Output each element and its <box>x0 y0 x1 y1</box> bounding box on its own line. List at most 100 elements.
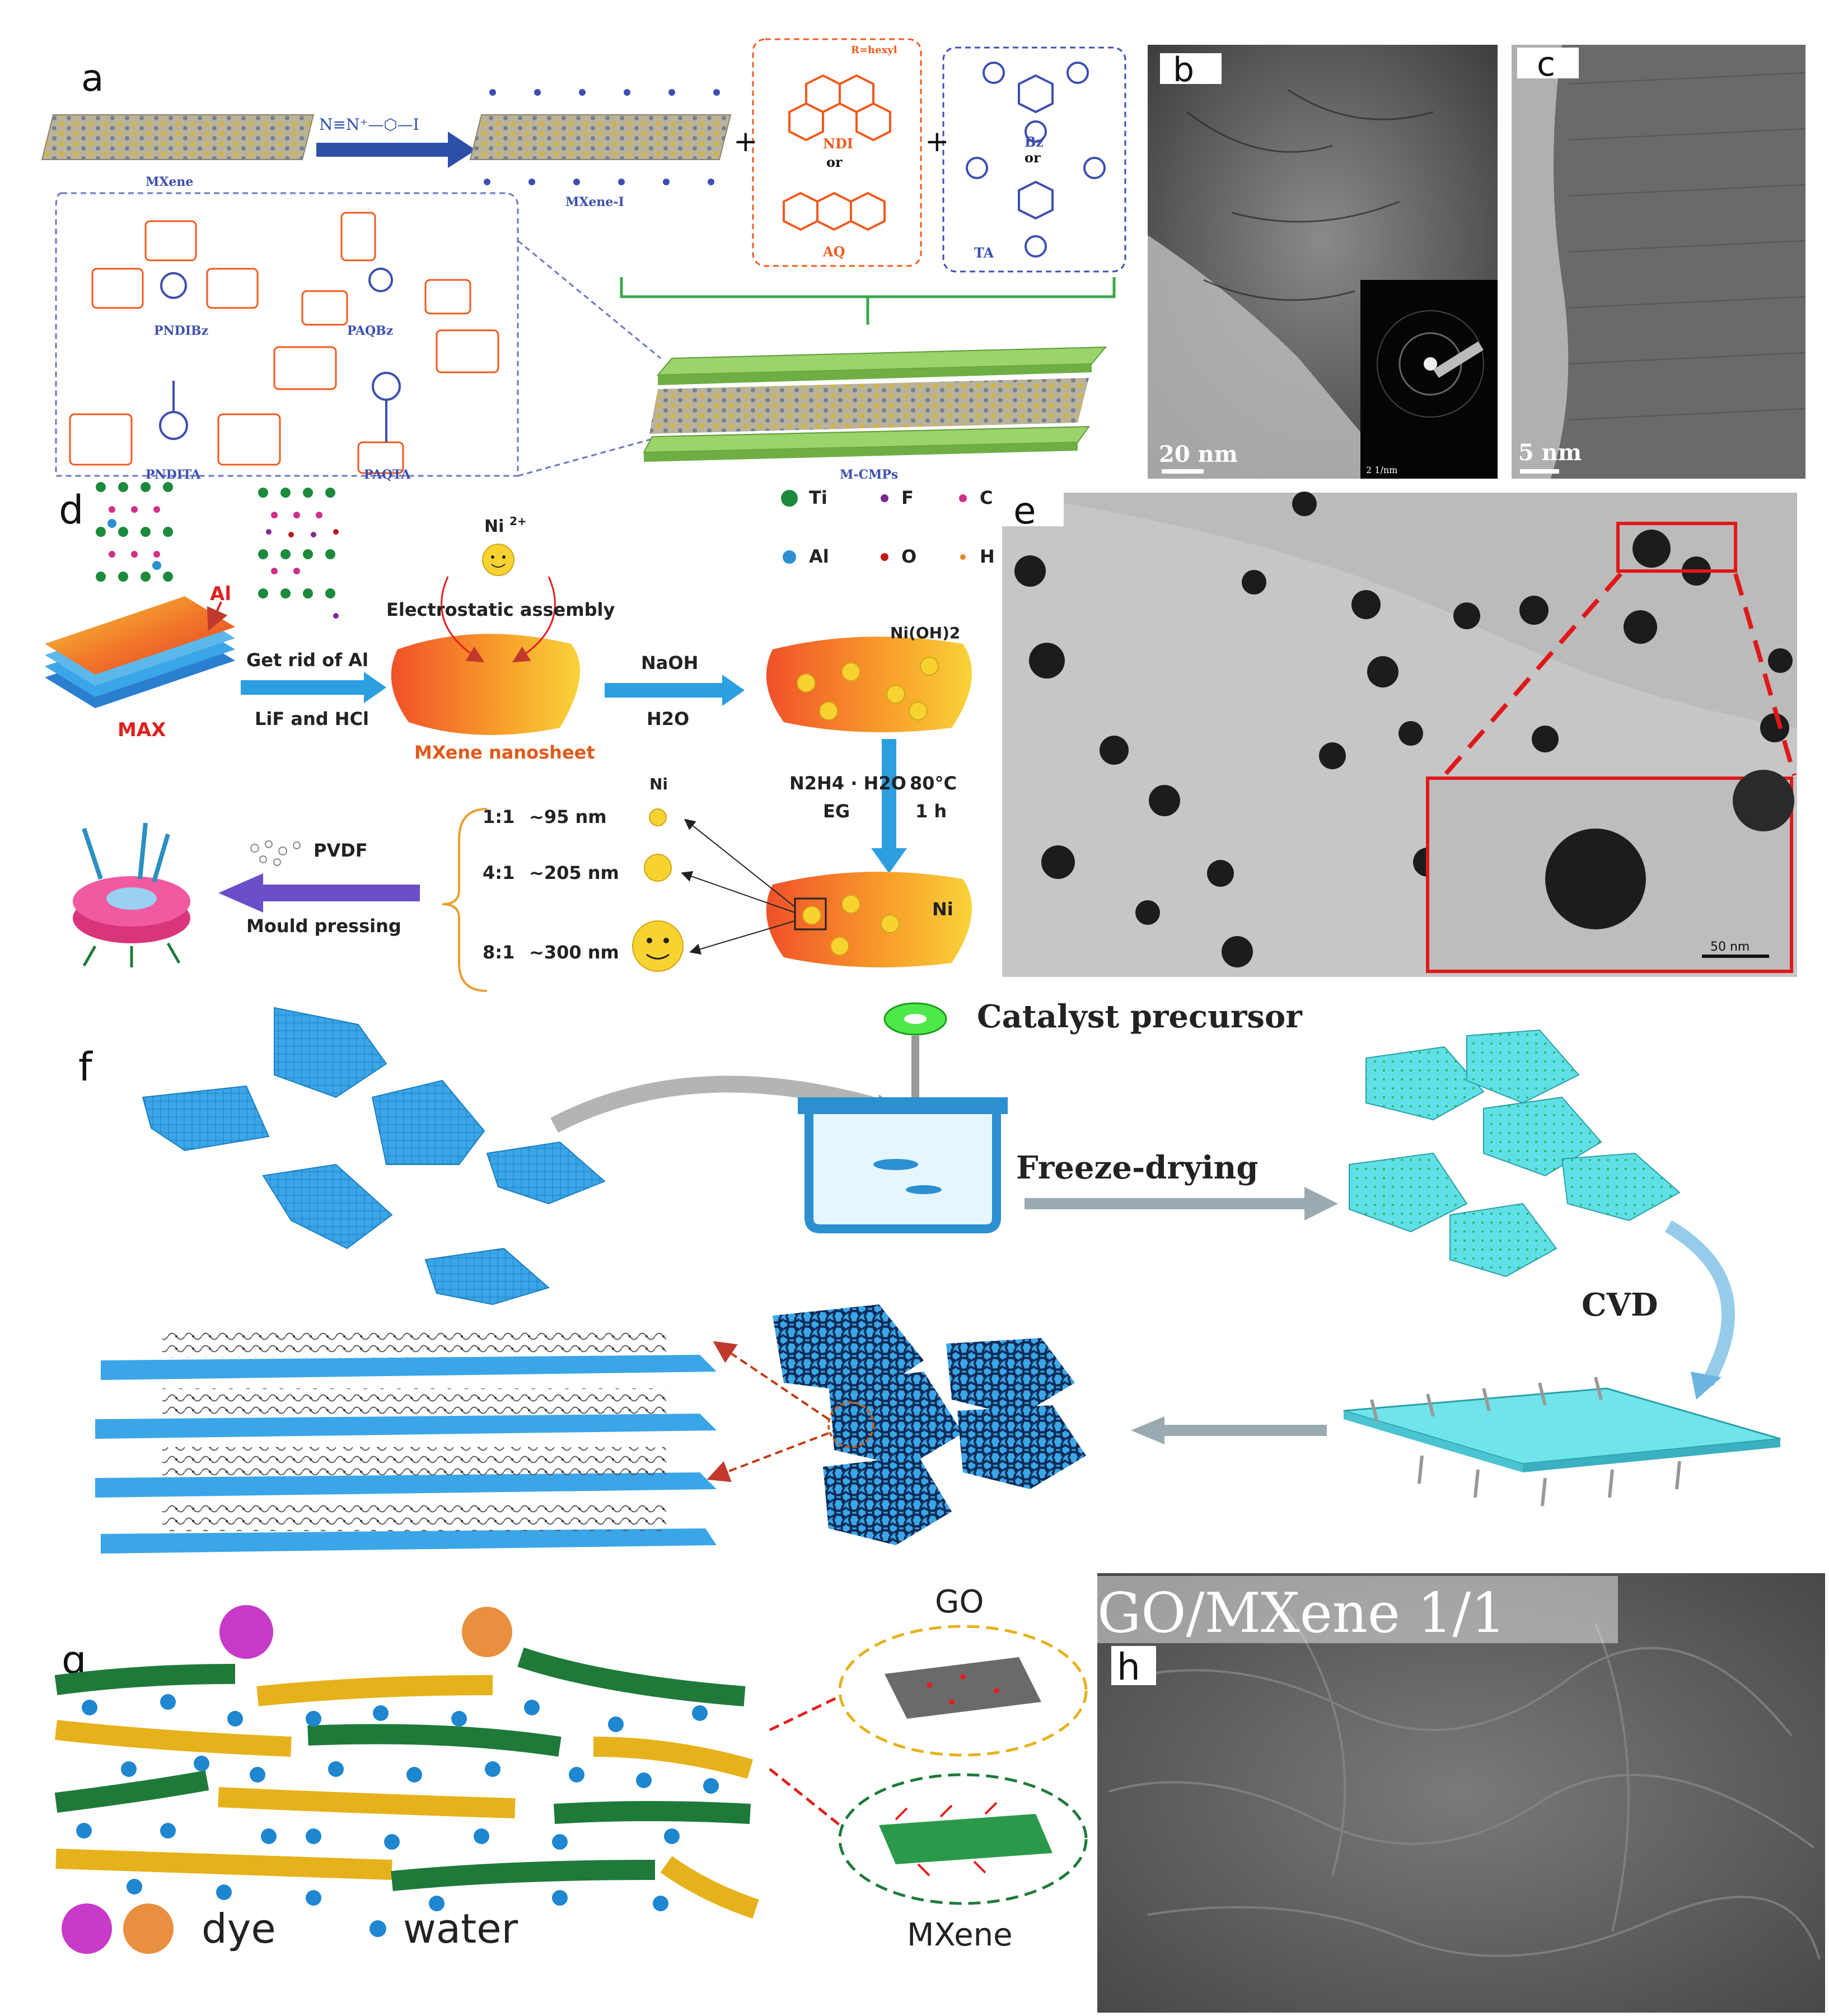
mxene-circle <box>838 1773 1088 1905</box>
ni-particle-small <box>649 808 667 826</box>
zoom-line-right <box>1733 573 1797 777</box>
ta-label: TA <box>974 245 994 261</box>
plus-sign-1: + <box>733 125 758 158</box>
panel-c-letter: c <box>1537 45 1555 84</box>
ni-nanoparticles <box>1014 492 1793 967</box>
mxene-i-sheet <box>469 114 732 160</box>
or-label-2: or <box>1025 149 1041 166</box>
ni-particles <box>802 895 900 956</box>
ni-product-label: Ni <box>932 899 953 920</box>
return-arrow <box>1131 1416 1327 1444</box>
cvd-label: CVD <box>1582 1287 1658 1323</box>
saed-inset <box>1360 280 1498 479</box>
legend-o-label: O <box>901 546 916 567</box>
detail-arrow-1 <box>713 1341 830 1420</box>
scale-label-c: 5 nm <box>1518 439 1582 466</box>
mxene-link-line <box>769 1768 841 1826</box>
legend-water-label: water <box>403 1905 518 1952</box>
cnt-network-clusters <box>773 1304 1086 1545</box>
panel-f-letter: f <box>78 1044 93 1090</box>
dashed-connector <box>517 240 661 359</box>
legend-o-swatch <box>881 553 888 561</box>
r-hexyl-label: R=hexyl <box>851 44 897 56</box>
reaction-arrow <box>316 132 476 168</box>
legend-f-label: F <box>901 487 914 508</box>
n2h4-label: N2H4 · H2O <box>789 773 906 794</box>
legend-dye-label: dye <box>202 1905 276 1952</box>
dye-molecule-orange <box>462 1607 512 1657</box>
temp-label: 80°C <box>910 773 957 794</box>
panel-d: d Ti F C Al O H <box>45 482 995 992</box>
layered-cnt-sheets <box>95 1330 717 1554</box>
beaker-icon <box>798 1097 1008 1233</box>
max-block <box>45 596 235 708</box>
detail-arrow-2 <box>707 1432 829 1482</box>
ni-sheet <box>766 872 972 967</box>
detail-circle <box>827 1401 874 1448</box>
pndita-structure-icon <box>69 381 281 466</box>
scalebar-e <box>1702 955 1769 958</box>
panel-a: N≡N⁺—⬡—I <box>41 38 1126 482</box>
mxene-flakes <box>142 1007 606 1306</box>
max-crystal-structure <box>96 482 173 582</box>
get-rid-al-label: Get rid of Al <box>246 649 368 671</box>
ni2-ion-icon <box>482 544 514 576</box>
go-circle <box>838 1625 1088 1757</box>
ta-structure-icon <box>966 157 1106 258</box>
al-arrow <box>207 601 228 632</box>
inset-scale-label: 2 1/nm <box>1366 465 1397 475</box>
ratio-3-label: 8:1 <box>483 942 514 963</box>
arrow-mould-pressing <box>218 873 420 913</box>
go-link-line <box>769 1695 841 1732</box>
atom-legend: Ti F C Al O H <box>781 487 995 567</box>
plus-sign-2: + <box>925 125 949 158</box>
go-label: GO <box>935 1584 984 1620</box>
panel-c: c 5 nm <box>1512 45 1806 479</box>
ni2-label: Ni <box>484 517 504 536</box>
diazonium-icon: N≡N⁺—⬡—I <box>319 115 419 134</box>
assembly-arrow-right <box>512 576 556 663</box>
legend-c-swatch <box>959 494 967 502</box>
nioh2-particles <box>797 657 939 721</box>
panel-e-letter: e <box>1013 489 1036 532</box>
green-bracket <box>620 277 1116 325</box>
electrostatic-label: Electrostatic assembly <box>386 599 615 620</box>
freeze-drying-label: Freeze-drying <box>1016 1149 1259 1186</box>
ratio-3-size: ~300 nm <box>529 942 619 963</box>
arrow-reduction <box>871 739 907 873</box>
sem-title-bg <box>1097 1576 1618 1643</box>
panel-e: e 50 nm <box>1002 489 1797 977</box>
scalebar-b <box>1162 469 1204 474</box>
or-label-1: or <box>826 154 843 170</box>
mxene-nanosheet <box>391 634 580 735</box>
panel-b: b 20 nm 2 1/nm <box>1148 45 1498 479</box>
products-box <box>55 192 519 477</box>
ratio-2-label: 4:1 <box>483 862 514 883</box>
m-cmps-stack <box>643 346 1107 462</box>
nioh2-label: Ni(OH)2 <box>890 624 960 642</box>
pointer-arrow-3 <box>689 920 796 955</box>
panel-h-letter: h <box>1117 1645 1140 1688</box>
legend-al-swatch <box>783 550 796 564</box>
mxene-label: MXene <box>146 175 193 189</box>
eg-label: EG <box>823 801 850 822</box>
panel-c-letter-bg <box>1517 48 1579 78</box>
pvdf-label: PVDF <box>314 840 368 861</box>
aq-structure-icon <box>783 191 886 231</box>
scale-label-e: 50 nm <box>1710 940 1750 954</box>
paqbz-structure-icon <box>301 212 471 326</box>
legend-ti-label: Ti <box>809 487 827 508</box>
pointer-arrow-2 <box>681 871 796 913</box>
ratio-1-size: ~95 nm <box>529 806 607 827</box>
cvd-arrow <box>1664 1220 1735 1386</box>
decorated-flakes <box>1349 1029 1681 1278</box>
mxene-nanosheet-label: MXene nanosheet <box>414 742 595 763</box>
legend-water-swatch <box>369 1920 386 1937</box>
aq-label: AQ <box>822 244 845 260</box>
pointer-arrow-1 <box>684 818 796 908</box>
lif-hcl-label: LiF and HCl <box>255 708 369 729</box>
panel-h-letter-bg <box>1111 1646 1156 1685</box>
legend-al-label: Al <box>809 546 829 567</box>
legend-h-label: H <box>980 546 995 567</box>
ni-particle-large <box>632 920 684 972</box>
